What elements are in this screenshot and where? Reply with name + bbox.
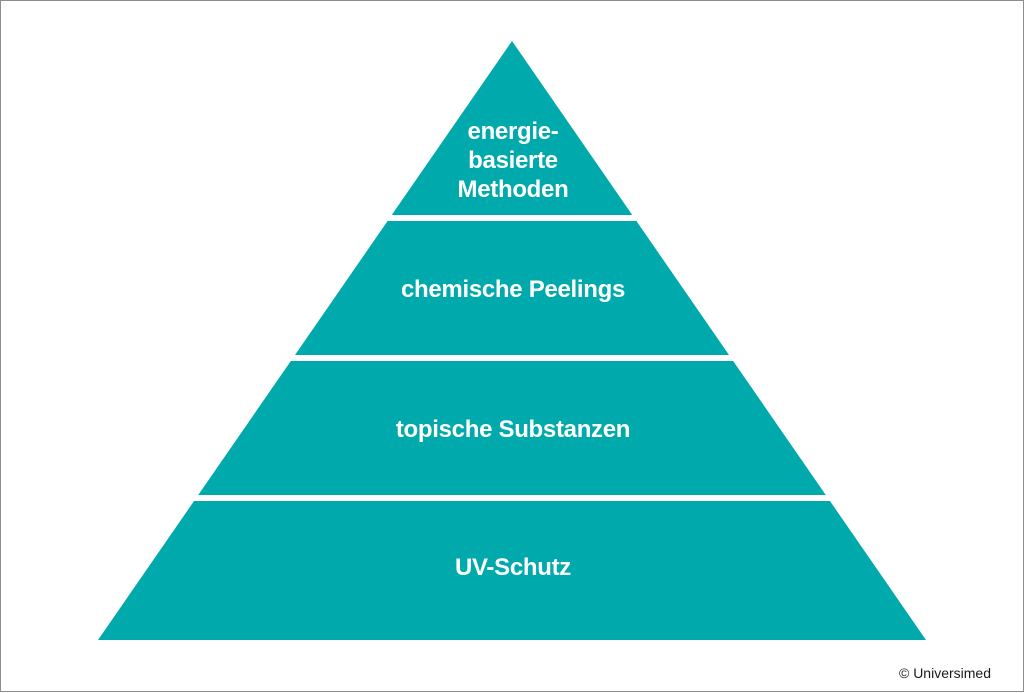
tier-chemical-peels-label: chemische Peelings [401,276,625,303]
tier-energy-based-methods-label: energie- [468,118,559,145]
tier-topical-substances-label: topische Substanzen [396,416,630,443]
tier-energy-based-methods [391,41,633,215]
copyright-notice: © Universimed [898,665,991,681]
tier-chemical-peels [294,221,730,355]
tier-energy-based-methods-label: basierte [468,147,558,174]
tier-energy-based-methods-label: Methoden [458,176,569,203]
tier-uv-protection [98,501,926,640]
tier-uv-protection-label: UV-Schutz [455,554,571,581]
tier-topical-substances [198,361,826,495]
